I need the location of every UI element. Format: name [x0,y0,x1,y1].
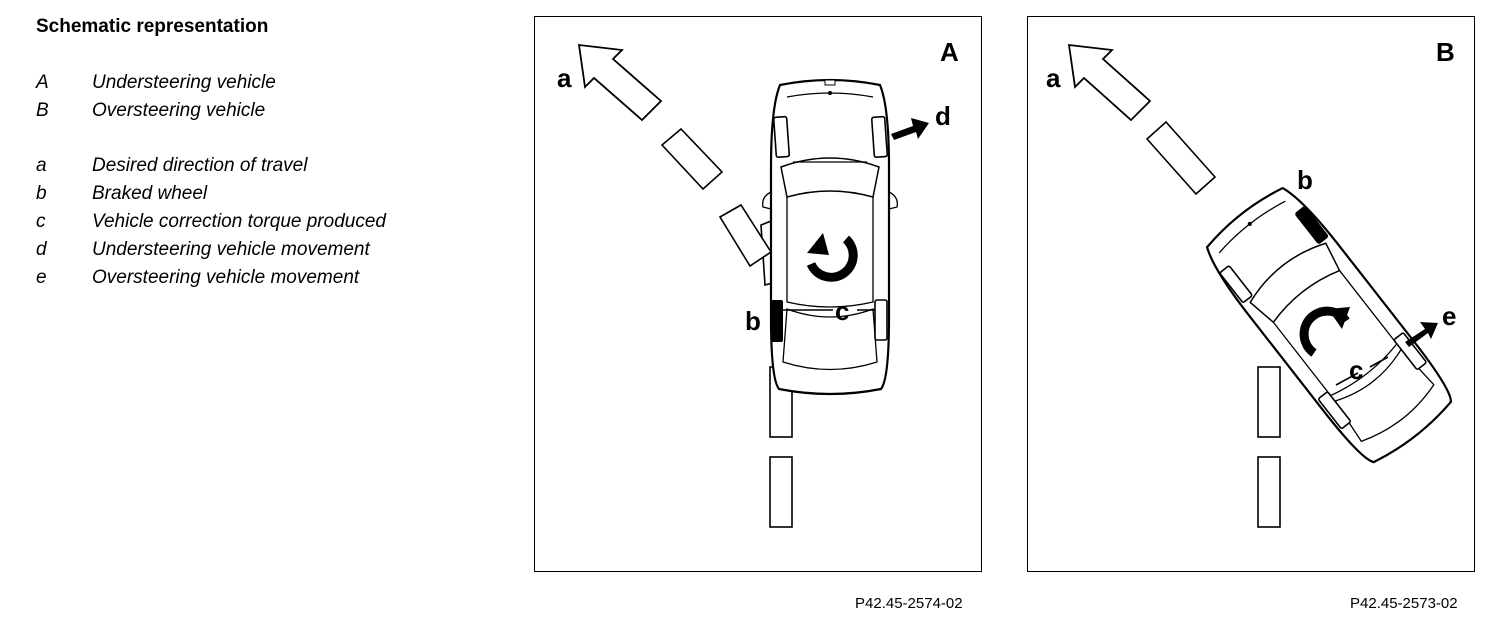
road-dash [1257,456,1281,528]
desired-direction-arrow [577,43,663,122]
braked-wheel [1295,206,1329,244]
label-d: d [935,101,951,131]
legend-text: Braked wheel [92,183,208,204]
desired-path-dashes [1145,120,1281,528]
legend-text: Oversteering vehicle [92,100,266,121]
front-right-wheel [870,115,889,159]
oversteer-diagram: a b c e [1046,43,1456,528]
road-dash [660,127,724,191]
legend-key: d [36,239,47,260]
legend-text: Understeering vehicle [92,72,276,93]
panel-letter: A [940,37,959,67]
label-a: a [557,63,572,93]
torque-lever-line [1369,356,1389,368]
legend-text: Understeering vehicle movement [92,239,370,260]
legend-key: e [36,267,47,288]
legend-key: c [36,211,46,232]
label-b: b [745,306,761,336]
figure-reference: P42.45-2574-02 [855,595,963,612]
front-left-wheel [772,115,791,159]
vehicle-top-view [1205,186,1453,464]
road-dash [1257,366,1281,438]
legend-key: B [36,100,49,121]
understeer-diagram: a b c d [557,43,951,528]
road-dash [769,456,793,528]
braked-wheel [771,300,783,342]
road-dash [1145,120,1217,196]
legend-key: a [36,155,47,176]
oversteer-movement-arrow [1405,322,1438,347]
wheels [772,115,889,341]
legend-text: Desired direction of travel [92,155,308,176]
figure-reference: P42.45-2573-02 [1350,595,1458,612]
label-c: c [835,296,849,326]
label-e: e [1442,301,1456,331]
label-b: b [1297,165,1313,195]
diagram-panel-understeering: a b c d A [534,16,982,572]
label-c: c [1349,355,1363,385]
desired-direction-arrow [1067,43,1152,122]
legend-key: b [36,183,47,204]
understeer-movement-arrow [891,118,929,140]
torque-lever-line [1335,372,1359,386]
correction-torque-arrow [806,233,858,282]
panel-letter: B [1436,37,1455,67]
legend-key: A [36,72,49,93]
page-title: Schematic representation [36,16,269,37]
legend-text: Vehicle correction torque produced [92,211,386,232]
correction-torque-arrow [1299,306,1350,357]
label-a: a [1046,63,1061,93]
vehicle-top-view [762,78,898,396]
diagram-panel-oversteering: a b c e B [1027,16,1475,572]
legend-text: Oversteering vehicle movement [92,267,360,288]
rear-right-wheel [874,299,888,341]
